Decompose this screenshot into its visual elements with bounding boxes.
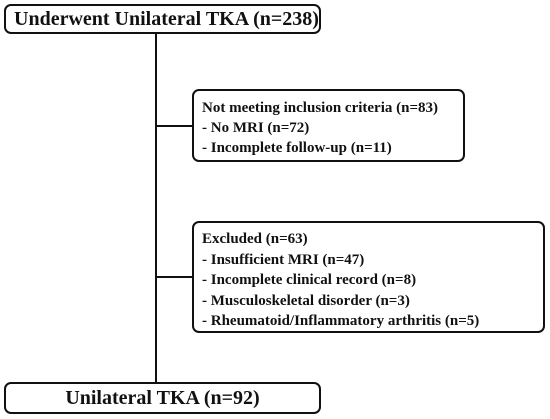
inclusion-exclusion-box: Not meeting inclusion criteria (n=83) - … [192, 89, 465, 162]
exclusion-item: - Incomplete clinical record (n=8) [202, 272, 417, 288]
exclusion-item: - No MRI (n=72) [202, 120, 310, 136]
enrolled-label: Underwent Unilateral TKA (n=238) [14, 8, 319, 30]
excluded-box: Excluded (n=63) - Insufficient MRI (n=47… [192, 221, 545, 333]
exclusion-item: - Musculoskeletal disorder (n=3) [202, 292, 410, 309]
inclusion-exclusion-heading: Not meeting inclusion criteria (n=83) [202, 100, 439, 116]
final-cohort-label: Unilateral TKA (n=92) [65, 387, 260, 409]
exclusion-item: - Insufficient MRI (n=47) [202, 251, 365, 268]
excluded-heading: Excluded (n=63) [202, 231, 308, 247]
enrolled-box: Underwent Unilateral TKA (n=238) [4, 4, 321, 34]
exclusion-item: - Rheumatoid/Inflammatory arthritis (n=5… [202, 313, 480, 329]
exclusion-item: - Incomplete follow-up (n=11) [202, 140, 392, 156]
final-cohort-box: Unilateral TKA (n=92) [4, 382, 321, 414]
